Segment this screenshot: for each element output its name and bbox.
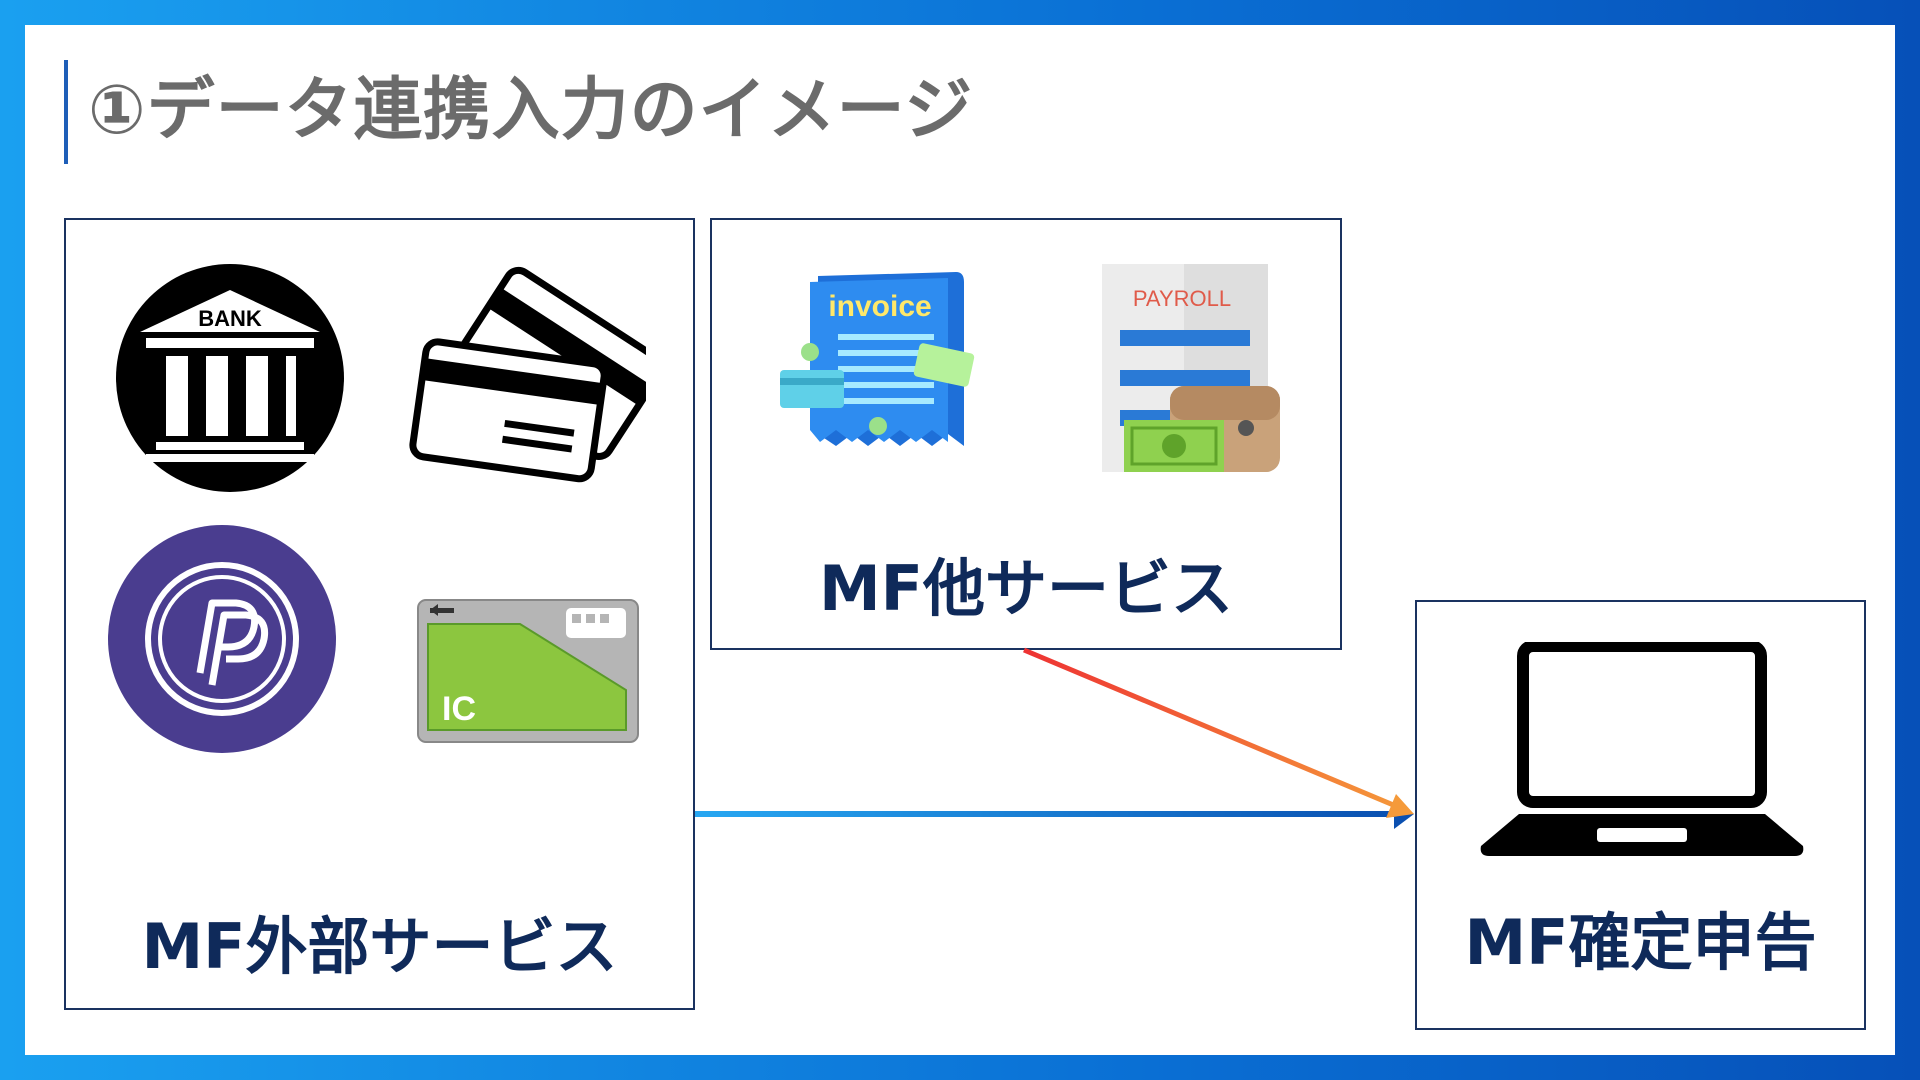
credit-cards-icon	[409, 266, 646, 483]
external-services-label: MF外部サービス	[141, 910, 618, 983]
invoice-icon: invoice	[780, 272, 975, 446]
external-services-box: BANK IC	[64, 218, 695, 1010]
payroll-icon: PAYROLL	[1102, 264, 1280, 472]
bank-icon: BANK	[116, 264, 344, 492]
paypay-icon	[108, 525, 336, 753]
page-title: ①データ連携入力のイメージ	[88, 71, 974, 150]
bank-icon-text: BANK	[198, 306, 262, 331]
other-services-box: invoice PAYROLL MF他サービス	[710, 218, 1342, 650]
payroll-icon-text: PAYROLL	[1133, 286, 1231, 311]
ic-card-icon-text: IC	[442, 690, 476, 728]
ic-card-icon: IC	[417, 599, 639, 743]
laptop-icon	[1480, 642, 1804, 856]
other-services-label: MF他サービス	[818, 552, 1234, 625]
tax-filing-label: MF確定申告	[1464, 906, 1817, 979]
title-accent-bar	[64, 60, 68, 164]
tax-filing-box: MF確定申告	[1415, 600, 1866, 1030]
invoice-icon-text: invoice	[828, 290, 931, 323]
